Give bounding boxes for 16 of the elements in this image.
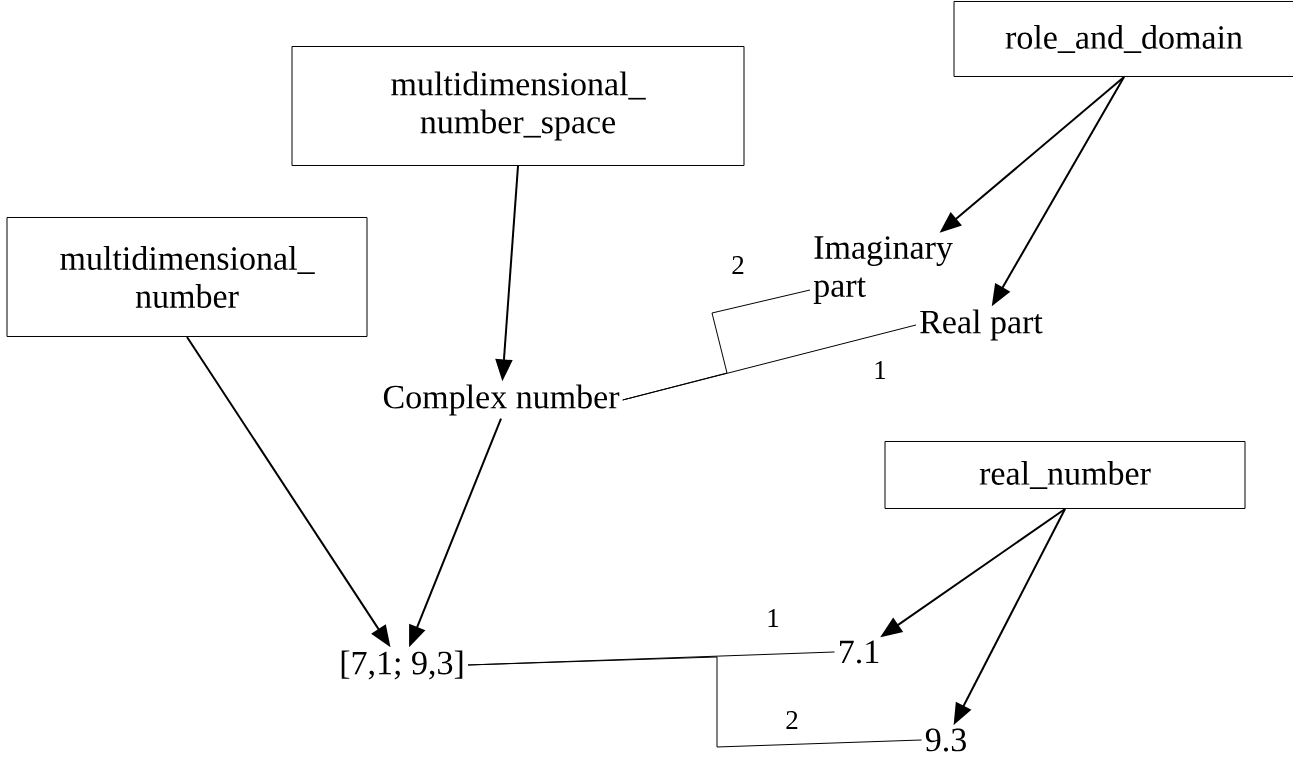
- label-box: multidimensional_ number: [6, 217, 368, 337]
- node-label: Imaginary part: [813, 236, 953, 304]
- label-box: multidimensional_ number_space: [291, 46, 745, 166]
- node-label: Real part: [920, 309, 1043, 341]
- label-box: role_and_domain: [953, 1, 1293, 77]
- edge-label: 1: [872, 360, 888, 380]
- connector-line: [622, 324, 917, 401]
- node-label: Complex number: [383, 384, 620, 416]
- node-label: [7,1; 9,3]: [341, 650, 463, 680]
- node-label: 7.1: [840, 640, 879, 664]
- edge-label: 2: [730, 255, 746, 275]
- node-label: 9.3: [925, 728, 966, 752]
- edge-label: 2: [784, 710, 800, 730]
- label-box: real_number: [884, 441, 1246, 509]
- connector-line: [467, 656, 923, 748]
- edge-label: 1: [765, 608, 781, 628]
